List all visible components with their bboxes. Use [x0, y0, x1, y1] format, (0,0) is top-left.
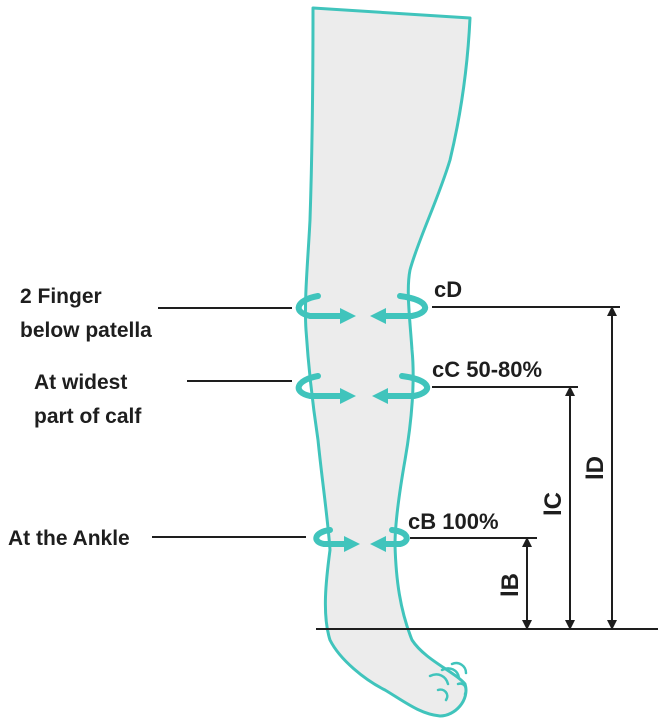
label-lC: lC — [540, 492, 567, 516]
label-cB: cB 100% — [408, 509, 499, 534]
label-cC: cC 50-80% — [432, 357, 542, 382]
label-d-line2: below patella — [20, 319, 152, 342]
label-c-line2: part of calf — [34, 405, 142, 428]
label-lB: lB — [497, 573, 524, 597]
label-lD: lD — [582, 456, 609, 480]
label-b-line1: At the Ankle — [8, 527, 130, 550]
label-d-line1: 2 Finger — [20, 285, 102, 308]
label-cD: cD — [434, 277, 462, 302]
label-c-line1: At widest — [34, 371, 127, 394]
